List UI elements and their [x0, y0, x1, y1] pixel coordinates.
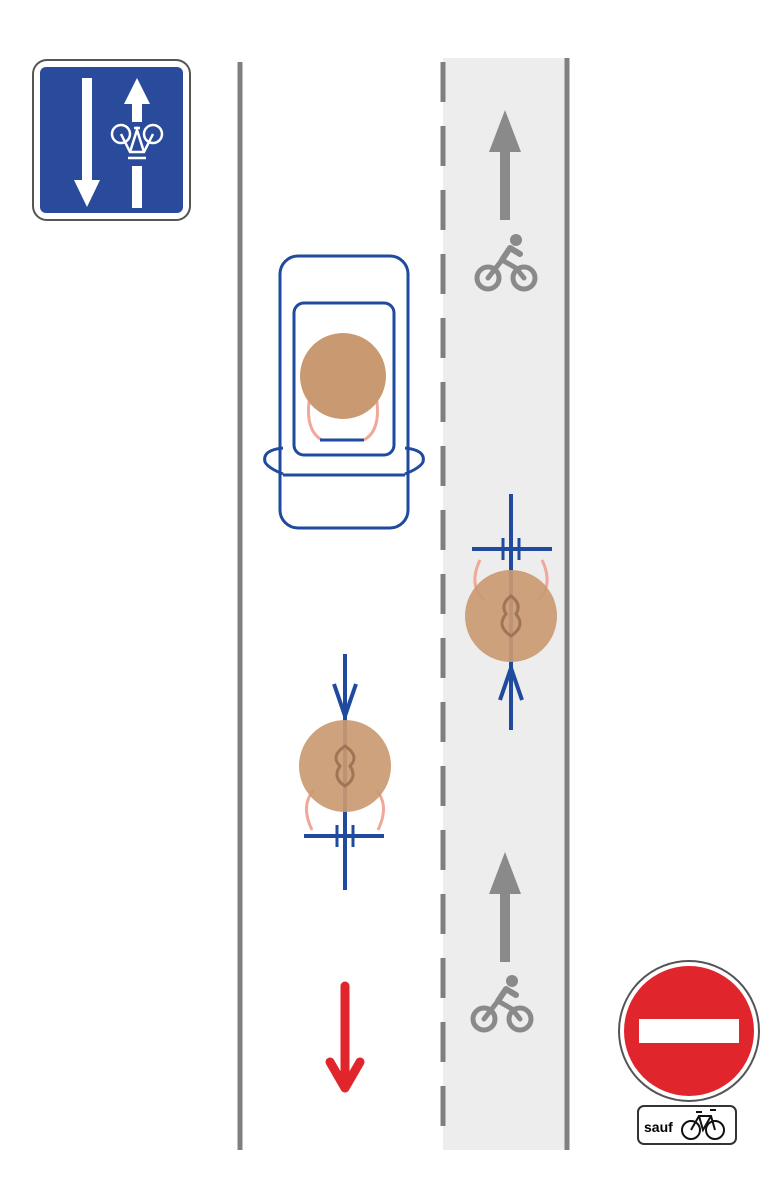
arrow-up-icon	[124, 78, 150, 208]
contraflow-bike-lane-sign	[32, 59, 191, 221]
arrow-down-icon	[74, 78, 100, 207]
exception-text: sauf	[644, 1119, 673, 1135]
cyclist-down-icon	[299, 654, 391, 890]
driver-icon	[300, 333, 386, 442]
bicycle-icon	[681, 1109, 725, 1140]
exception-panel: sauf	[637, 1105, 737, 1145]
bicycle-icon	[110, 123, 164, 160]
car-icon	[263, 254, 425, 530]
traffic-direction-arrow-down-icon	[325, 981, 365, 1093]
no-entry-sign	[618, 960, 760, 1102]
cyclist-up-icon	[465, 494, 557, 730]
